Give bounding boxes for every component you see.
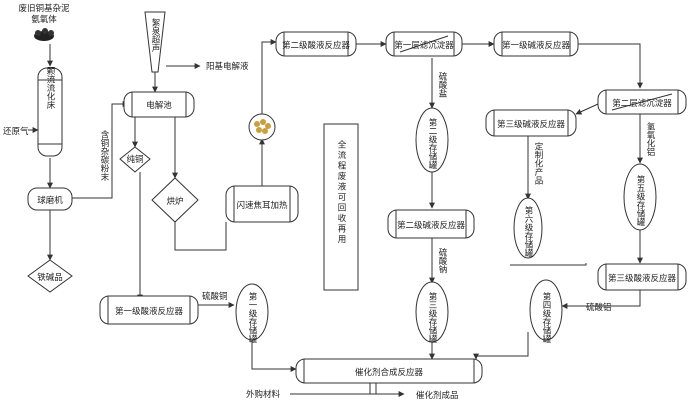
dryer-diamond xyxy=(151,177,199,223)
electrolytic-cell-label: 电解池 xyxy=(146,100,172,111)
ball-mill-box xyxy=(27,187,73,211)
cathode-deposit-label: 絮泉超声 xyxy=(150,17,160,53)
catalyst-reactor-label: 催化剂合成反应器 xyxy=(355,367,424,378)
second-layer-settler-box xyxy=(597,89,687,115)
purchased-material-label: 外购材料 xyxy=(246,389,281,400)
second-acid-reactor-box xyxy=(275,31,357,57)
copper-sulfate-label: 硫酸铜 xyxy=(202,291,228,302)
storage-tank-3-label: 第三级存储罐 xyxy=(427,291,437,344)
coal-icon xyxy=(34,28,54,41)
cathode-cone xyxy=(144,11,166,73)
storage-tank-2-label: 第二级存储罐 xyxy=(427,117,437,170)
connectors xyxy=(28,39,643,397)
second-acid-reactor-label: 第二级酸液反应器 xyxy=(282,40,351,51)
sodium-sulfate-label: 硫酸钠 xyxy=(437,247,447,274)
sulfate-salt-label: 硫酸盐 xyxy=(437,71,447,97)
storage-tank-6-label: 第六级存储罐 xyxy=(523,205,533,257)
fluid-bed-label: 颗流流化床 xyxy=(45,67,55,110)
product-icon xyxy=(248,113,276,141)
catalyst-reactor-box xyxy=(295,358,483,384)
input-top2-label: 氨氧体 xyxy=(31,14,57,25)
third-alkali-reactor-label: 第三级碱液反应器 xyxy=(497,119,566,130)
storage-tank-1-label: 第一级存储罐 xyxy=(247,291,257,344)
cu-fine-powder-label: 含铜杂碳粉末 xyxy=(99,129,109,182)
ball-mill-label: 球磨机 xyxy=(37,195,63,206)
storage-tank-1 xyxy=(235,283,269,341)
pure-copper-diamond xyxy=(119,146,151,173)
fluid-bed-vessel xyxy=(37,67,63,157)
reducing-gas-label: 还原气 xyxy=(3,126,29,137)
first-alkali-reactor-label: 第一级碱液反应器 xyxy=(502,40,571,51)
input-top-label: 废旧铜基杂泥 xyxy=(18,3,70,14)
storage-tank-6 xyxy=(513,197,543,259)
storage-tank-4 xyxy=(529,279,563,341)
storage-tank-2 xyxy=(415,107,449,173)
third-acid-reactor-label: 第三级酸液反应器 xyxy=(608,273,677,284)
custom-product-label: 定制化产品 xyxy=(533,141,543,185)
pure-copper-label: 纯铜 xyxy=(126,154,143,165)
first-layer-settler-box xyxy=(385,31,463,57)
storage-tank-5 xyxy=(623,163,657,231)
note-label: 全流程废液可回收再用 xyxy=(336,139,346,245)
first-acid-reactor-box xyxy=(99,295,199,325)
storage-tank-3 xyxy=(415,281,449,343)
second-alkali-reactor-label: 第二级碱液反应器 xyxy=(397,220,466,231)
first-layer-settler-label: 第一层滤沉淀器 xyxy=(394,40,454,51)
storage-tank-4-label: 第四级存储罐 xyxy=(541,291,551,344)
third-alkali-reactor-box xyxy=(485,109,577,137)
first-alkali-reactor-box xyxy=(493,31,579,57)
note-box xyxy=(323,123,359,291)
anode-mud-label: 阳基电解液 xyxy=(206,61,249,72)
flash-dryer-label: 闪速焦耳加热 xyxy=(236,200,288,211)
second-alkali-reactor-box xyxy=(387,209,475,239)
first-acid-reactor-label: 第一级酸液反应器 xyxy=(115,306,184,317)
dryer-label: 烘炉 xyxy=(166,196,183,207)
second-layer-settler-label: 第二层滤沉淀器 xyxy=(612,98,672,109)
iron-slag-label: 铁碱品 xyxy=(37,272,63,283)
aluminium-sulfate-label: 硫酸铝 xyxy=(586,302,612,313)
iron-slag-diamond xyxy=(27,259,73,293)
third-acid-reactor-box xyxy=(597,263,687,291)
catalyst-product-label: 催化剂成品 xyxy=(416,390,459,401)
flash-dryer-box xyxy=(225,185,299,223)
electrolytic-cell-box xyxy=(123,91,195,118)
aluminium-hydroxide-label: 氢氧化铝 xyxy=(645,121,655,157)
storage-tank-5-label: 第五级存储罐 xyxy=(635,174,645,227)
